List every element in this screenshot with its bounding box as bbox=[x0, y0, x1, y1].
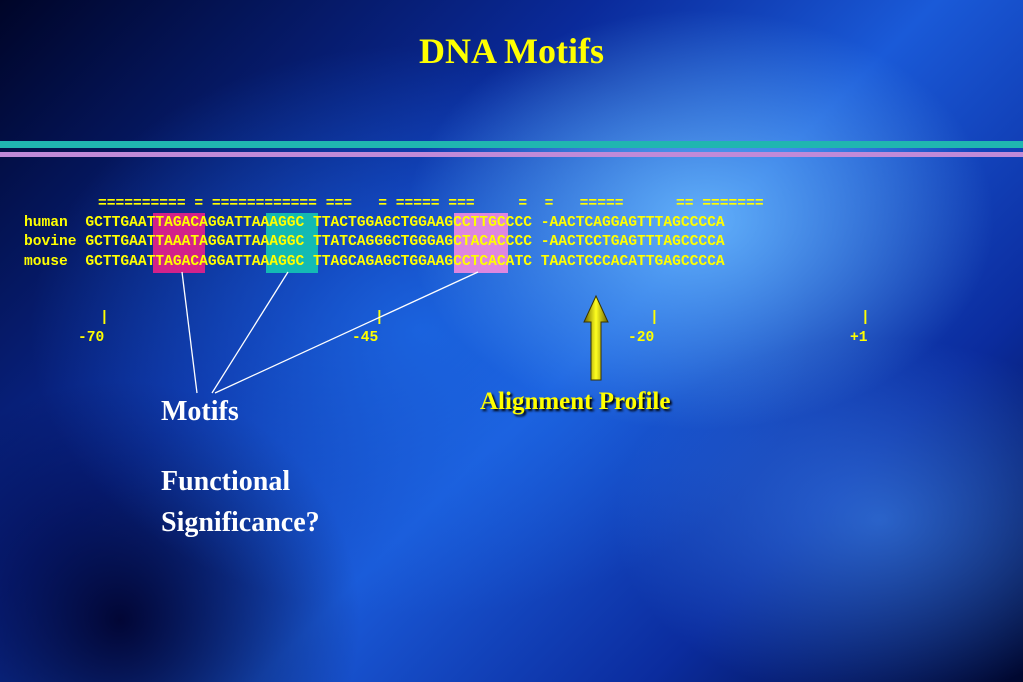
slide-title: DNA Motifs bbox=[419, 31, 604, 71]
motif-highlight-pink bbox=[454, 213, 508, 273]
functional-label: Functional bbox=[161, 466, 291, 497]
position-label: -20 bbox=[628, 330, 655, 346]
tick-mark: | bbox=[100, 310, 109, 326]
position-label: +1 bbox=[850, 330, 868, 346]
sequence-text: GCTTGAATTAGACAGGATTAAAGGC TTACTGGAGCTGGA… bbox=[85, 215, 725, 231]
species-label: mouse bbox=[24, 254, 77, 270]
pointer-line bbox=[211, 271, 289, 394]
sequence-row-mouse: mouse GCTTGAATTAGACAGGATTAAAGGC TTAGCAGA… bbox=[24, 254, 725, 271]
up-arrow-icon bbox=[583, 294, 609, 381]
significance-label: Significance? bbox=[161, 507, 320, 538]
sequence-row-human: human GCTTGAATTAGACAGGATTAAAGGC TTACTGGA… bbox=[24, 215, 725, 232]
purple-divider bbox=[0, 152, 1023, 157]
species-label: bovine bbox=[24, 234, 77, 250]
pointer-line bbox=[214, 271, 479, 394]
motifs-label: Motifs bbox=[161, 396, 239, 427]
tick-mark: | bbox=[650, 310, 659, 326]
pointer-line bbox=[181, 271, 198, 394]
position-label: -70 bbox=[78, 330, 105, 346]
sequence-row-bovine: bovine GCTTGAATTAAATAGGATTAAAGGC TTATCAG… bbox=[24, 234, 725, 251]
conservation-line: ========== = ============ === = ===== ==… bbox=[98, 196, 764, 212]
motif-highlight-red bbox=[153, 213, 205, 273]
sequence-text: GCTTGAATTAGACAGGATTAAAGGC TTAGCAGAGCTGGA… bbox=[85, 254, 725, 270]
tick-mark: | bbox=[861, 310, 870, 326]
position-label: -45 bbox=[352, 330, 379, 346]
teal-divider bbox=[0, 141, 1023, 148]
sequence-text: GCTTGAATTAAATAGGATTAAAGGC TTATCAGGGCTGGG… bbox=[85, 234, 725, 250]
species-label: human bbox=[24, 215, 77, 231]
alignment-profile-label: Alignment Profile bbox=[480, 388, 671, 415]
motif-highlight-cyan bbox=[266, 213, 318, 273]
